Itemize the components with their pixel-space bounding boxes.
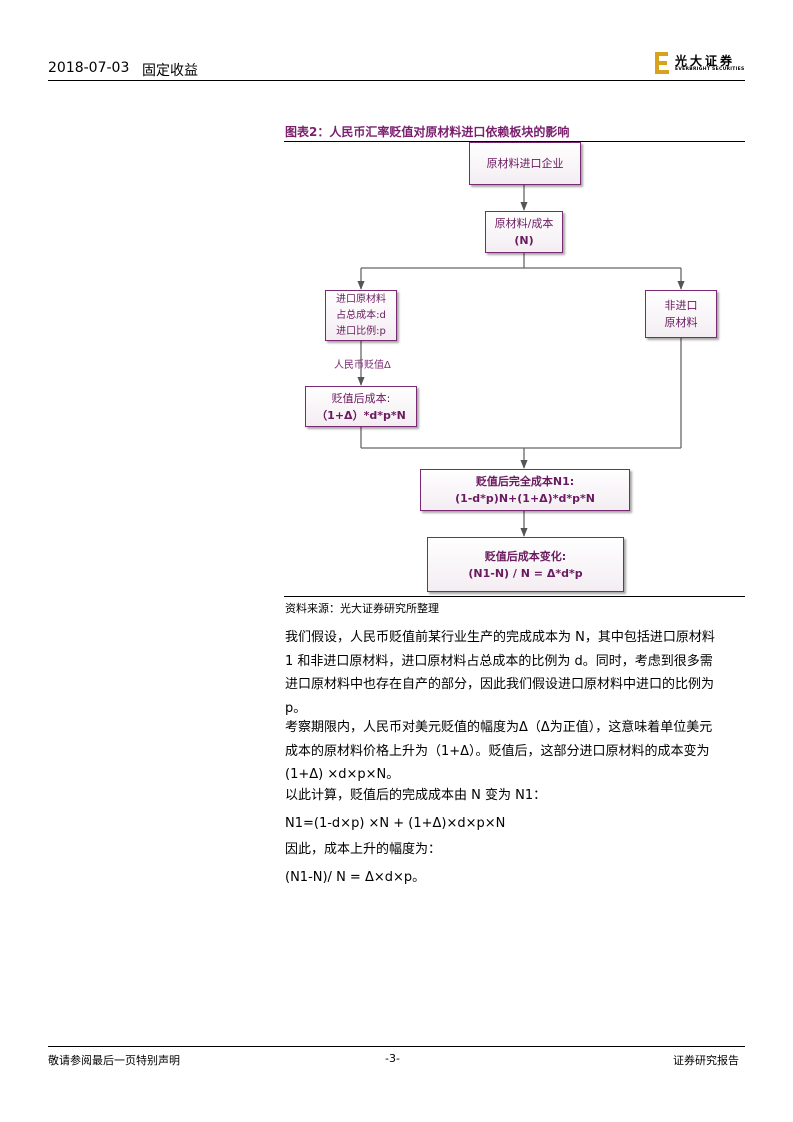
text-line: N1=(1-d×p) ×N + (1+Δ)×d×p×N [285, 816, 506, 831]
node-cost-line1: 原材料/成本 [494, 217, 554, 230]
node-after-cost: 贬值后成本: （1+Δ）*d*p*N [305, 386, 417, 427]
header-rule [48, 80, 745, 81]
node-nonimport-line1: 非进口 [664, 299, 698, 312]
text-line: (1+Δ) ×d×p×N。 [285, 767, 400, 782]
node-cost: 原材料/成本 (N) [485, 211, 563, 253]
company-logo: 光大证券 EVERBRIGHT SECURITIES [655, 52, 747, 76]
logo-text-en: EVERBRIGHT SECURITIES [675, 67, 745, 72]
formula-increase: (N1-N)/ N = Δ×d×p。 [285, 866, 745, 890]
node-nonimport-material: 非进口 原材料 [645, 290, 717, 338]
node-import-material: 进口原材料 占总成本:d 进口比例:p [325, 290, 397, 341]
page-number: -3- [385, 1052, 400, 1065]
node-nonimport-line2: 原材料 [664, 316, 698, 329]
figure-source: 资料来源：光大证券研究所整理 [285, 602, 439, 615]
footer-rule [48, 1046, 745, 1047]
text-line: 因此，成本上升的幅度为： [285, 842, 442, 857]
report-date: 2018-07-03 [48, 60, 130, 76]
paragraph-assumption: 我们假设，人民币贬值前某行业生产的完成成本为 N，其中包括进口原材料 1 和非进… [285, 626, 745, 720]
node-enterprise: 原材料进口企业 [469, 142, 581, 185]
node-import-line1: 进口原材料 [336, 293, 386, 305]
node-import-line2: 占总成本:d [336, 309, 386, 321]
formula-n1: N1=(1-d×p) ×N + (1+Δ)×d×p×N [285, 812, 745, 836]
text-line: 进口原材料中也存在自产的部分，因此我们假设进口原材料中进口的比例为 [285, 677, 715, 692]
node-full-cost: 贬值后完全成本N1: (1-d*p)N+(1+Δ)*d*p*N [420, 469, 630, 511]
figure-title: 图表2：人民币汇率贬值对原材料进口依赖板块的影响 [285, 125, 570, 139]
report-category: 固定收益 [142, 63, 198, 79]
node-cost-change: 贬值后成本变化: (N1-N) / N = Δ*d*p [427, 537, 624, 592]
node-after-line1: 贬值后成本: [331, 391, 391, 405]
node-change-line2: (N1-N) / N = Δ*d*p [468, 566, 583, 580]
figure-bottom-rule [284, 596, 745, 597]
everbright-logo-icon [655, 52, 669, 74]
figure-top-rule [284, 141, 745, 142]
paragraph-calc-intro: 以此计算，贬值后的完成成本由 N 变为 N1： [285, 784, 745, 808]
paragraph-devaluation: 考察期限内，人民币对美元贬值的幅度为Δ（Δ为正值），这意味着单位美元 成本的原材… [285, 716, 745, 787]
text-line: 我们假设，人民币贬值前某行业生产的完成成本为 N，其中包括进口原材料 [285, 630, 715, 645]
paragraph-increase-intro: 因此，成本上升的幅度为： [285, 838, 745, 862]
node-after-line2: （1+Δ）*d*p*N [316, 408, 406, 422]
footer-report-type: 证券研究报告 [673, 1054, 739, 1067]
text-line: (N1-N)/ N = Δ×d×p。 [285, 870, 426, 885]
text-line: 考察期限内，人民币对美元贬值的幅度为Δ（Δ为正值），这意味着单位美元 [285, 720, 713, 735]
text-line: 成本的原材料价格上升为（1+Δ）。贬值后，这部分进口原材料的成本变为 [285, 743, 710, 759]
node-import-line3: 进口比例:p [336, 325, 386, 337]
text-line: 以此计算，贬值后的完成成本由 N 变为 N1： [285, 788, 547, 803]
node-full-line1: 贬值后完全成本N1: [475, 475, 575, 488]
logo-text-cn: 光大证券 [675, 54, 736, 68]
node-cost-line2: (N) [514, 234, 534, 247]
text-line: p。 [285, 700, 307, 716]
text-line: 1 和非进口原材料，进口原材料占总成本的比例为 d。同时，考虑到很多需 [285, 653, 713, 669]
devaluation-label: 人民币贬值Δ [334, 360, 391, 371]
footer-disclaimer: 敬请参阅最后一页特别声明 [48, 1054, 180, 1067]
node-change-line1: 贬值后成本变化: [484, 549, 567, 563]
node-full-line2: (1-d*p)N+(1+Δ)*d*p*N [455, 492, 595, 505]
node-enterprise-label: 原材料进口企业 [486, 157, 564, 170]
